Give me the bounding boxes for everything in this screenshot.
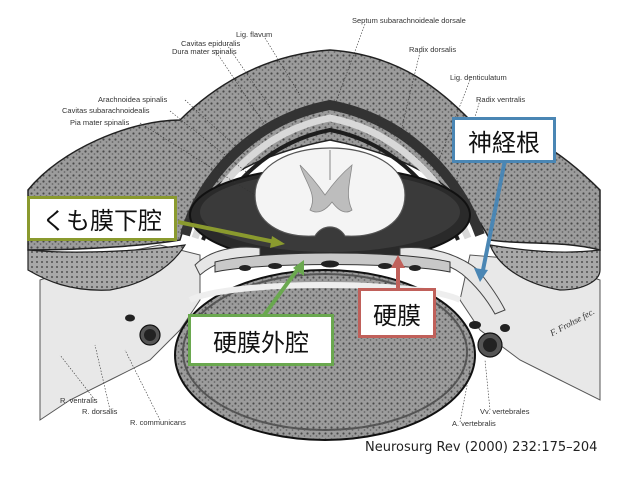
label-r-ventralis: R. ventralis: [60, 397, 98, 405]
label-r-communicans: R. communicans: [130, 419, 186, 427]
callout-subarachnoid-space: くも膜下腔: [27, 196, 177, 241]
label-radix-ventralis: Radix ventralis: [476, 96, 525, 104]
citation: Neurosurg Rev (2000) 232:175–204: [365, 440, 597, 455]
label-pia-mater: Pia mater spinalis: [70, 119, 129, 127]
label-vv-vertebrales: Vv. vertebrales: [480, 408, 529, 416]
label-radix-dorsalis: Radix dorsalis: [409, 46, 456, 54]
callout-epidural-space: 硬膜外腔: [188, 314, 334, 366]
label-a-vertebralis: A. vertebralis: [452, 420, 496, 428]
label-lig-flavum: Lig. flavum: [236, 31, 272, 39]
callout-nerve-root: 神経根: [452, 117, 556, 163]
callout-dura-mater: 硬膜: [358, 288, 436, 338]
label-cavitas-subarachnoidealis: Cavitas subarachnoidealis: [62, 107, 150, 115]
label-septum: Septum subarachnoideale dorsale: [352, 17, 466, 25]
label-dura-mater: Dura mater spinalis: [172, 48, 237, 56]
label-r-dorsalis: R. dorsalis: [82, 408, 117, 416]
label-arachnoidea: Arachnoidea spinalis: [98, 96, 167, 104]
spinal-cord: [255, 148, 405, 236]
label-lig-denticulatum: Lig. denticulatum: [450, 74, 507, 82]
